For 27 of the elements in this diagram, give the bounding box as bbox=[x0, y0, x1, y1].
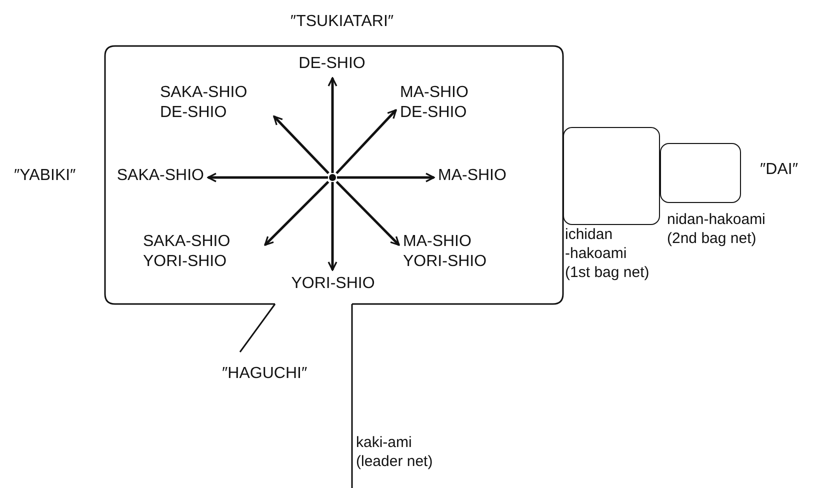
net-chamber-outline bbox=[105, 46, 563, 304]
current-arrow bbox=[336, 109, 397, 174]
side-label: ″TSUKIATARI″ bbox=[289, 12, 395, 32]
current-direction-label: SAKA-SHIO YORI-SHIO bbox=[143, 232, 261, 272]
current-direction-label: MA-SHIO DE-SHIO bbox=[400, 83, 500, 123]
bag-net-box bbox=[660, 143, 741, 203]
bag-net-box bbox=[563, 127, 660, 225]
current-arrow bbox=[337, 172, 435, 182]
current-direction-label: SAKA-SHIO DE-SHIO bbox=[160, 83, 270, 123]
current-direction-label: DE-SHIO bbox=[285, 54, 379, 74]
current-direction-label: YORI-SHIO bbox=[278, 274, 388, 294]
side-label: ″HAGUCHI″ bbox=[222, 364, 308, 384]
side-label: ″YABIKI″ bbox=[14, 166, 77, 186]
current-arrow bbox=[328, 182, 338, 271]
bag-net-caption: ichidan -hakoami (1st bag net) bbox=[565, 226, 650, 282]
part-label: kaki-ami (leader net) bbox=[356, 434, 434, 472]
current-direction-label: MA-SHIO bbox=[438, 166, 533, 186]
current-arrow bbox=[264, 180, 330, 246]
current-arrow bbox=[336, 180, 400, 246]
bag-net-caption: nidan-hakoami (2nd bag net) bbox=[667, 211, 766, 248]
current-arrow bbox=[207, 172, 328, 182]
side-label: ″DAI″ bbox=[760, 160, 799, 180]
current-arrow bbox=[328, 77, 338, 173]
center-dot bbox=[329, 174, 336, 181]
current-arrow bbox=[273, 116, 330, 174]
current-direction-label: MA-SHIO YORI-SHIO bbox=[403, 232, 513, 272]
current-direction-label: SAKA-SHIO bbox=[108, 166, 204, 186]
